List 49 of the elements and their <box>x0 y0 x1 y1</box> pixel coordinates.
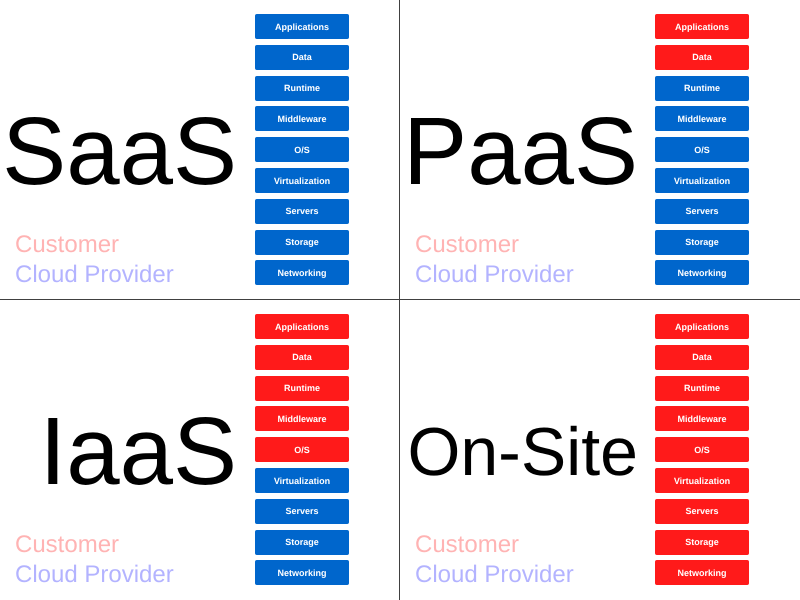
legend-label: Cloud Provider <box>415 563 574 587</box>
legend-label: Cloud Provider <box>415 263 574 287</box>
stack-layer-box: Applications <box>255 314 349 339</box>
stack-layer-box: Networking <box>255 260 349 286</box>
stack-layer-box: Storage <box>255 230 349 255</box>
legend-label: Customer <box>415 233 520 257</box>
stack-layer-box: Virtualization <box>655 468 749 493</box>
stack-layer-box: Storage <box>655 230 749 255</box>
stack-layer-box: Storage <box>255 530 349 555</box>
stack-layer-box: Virtualization <box>255 168 349 193</box>
stack-layer-box: O/S <box>655 437 749 462</box>
stack-layer-box: Virtualization <box>255 468 349 493</box>
stack-layer-box: Servers <box>655 198 749 224</box>
stack-layer-box: Data <box>655 44 749 70</box>
legend-label: Cloud Provider <box>15 563 174 587</box>
stack-layer-box: Applications <box>655 314 749 339</box>
legend-label: Customer <box>15 533 120 557</box>
stack-layer-box: Networking <box>655 260 749 286</box>
stack-layer-box: O/S <box>255 137 349 162</box>
stack-layer-box: Networking <box>255 560 349 586</box>
stack-layer-box: Middleware <box>655 106 749 132</box>
legend-label: Customer <box>15 233 120 257</box>
stack-layer-box: Virtualization <box>655 168 749 193</box>
stack-layer-box: Runtime <box>255 76 349 101</box>
stack-layer-box: Servers <box>655 498 749 524</box>
model-title: SaaS <box>2 104 237 200</box>
stack-layer-box: Applications <box>655 14 749 39</box>
stack-layer-box: O/S <box>655 137 749 162</box>
stack-layer-box: Runtime <box>655 76 749 101</box>
legend-label: Cloud Provider <box>15 263 174 287</box>
quadrant-panel <box>0 0 400 300</box>
model-title: On-Site <box>407 418 638 486</box>
stack-layer-box: Servers <box>255 498 349 524</box>
stack-layer-box: Data <box>655 344 749 370</box>
model-title: IaaS <box>40 404 237 500</box>
stack-layer-box: Middleware <box>655 406 749 432</box>
stack-layer-box: Runtime <box>655 376 749 401</box>
stack-layer-box: Servers <box>255 198 349 224</box>
stack-layer-box: Storage <box>655 530 749 555</box>
stack-layer-box: Data <box>255 44 349 70</box>
stack-layer-box: Middleware <box>255 406 349 432</box>
model-title: PaaS <box>403 104 638 200</box>
stack-layer-box: Middleware <box>255 106 349 132</box>
stack-layer-box: O/S <box>255 437 349 462</box>
stack-layer-box: Data <box>255 344 349 370</box>
legend-label: Customer <box>415 533 520 557</box>
stack-layer-box: Networking <box>655 560 749 586</box>
stack-layer-box: Applications <box>255 14 349 39</box>
stack-layer-box: Runtime <box>255 376 349 401</box>
